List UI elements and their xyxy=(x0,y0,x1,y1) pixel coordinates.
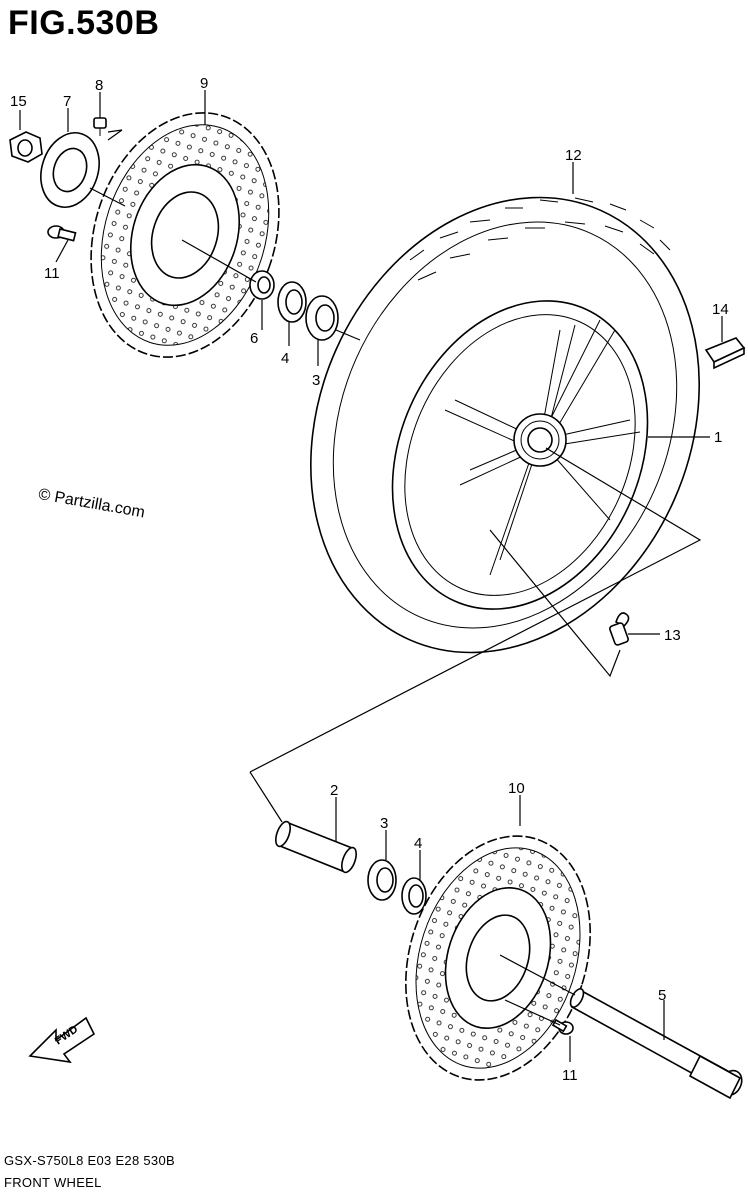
model-code: GSX-S750L8 E03 E28 530B xyxy=(4,1153,175,1168)
callout-11-upper: 11 xyxy=(44,265,60,282)
callout-1: 1 xyxy=(714,429,722,446)
spacer-part-2[interactable] xyxy=(273,820,359,875)
collar-part-6[interactable] xyxy=(249,270,275,300)
callout-13: 13 xyxy=(664,627,681,644)
brake-disc-left-part-9[interactable] xyxy=(61,88,309,381)
sensor-rotor-part-7[interactable] xyxy=(32,125,109,215)
callout-6: 6 xyxy=(250,330,258,347)
balancer-weight-part-14[interactable] xyxy=(704,337,746,370)
callout-11-lower: 11 xyxy=(562,1067,578,1084)
callout-3-lower: 3 xyxy=(380,815,388,832)
callout-5: 5 xyxy=(658,987,666,1004)
callout-4-lower: 4 xyxy=(414,835,422,852)
screw-part-8[interactable] xyxy=(93,117,107,136)
callout-9: 9 xyxy=(200,75,208,92)
brake-disc-right-part-10[interactable] xyxy=(376,812,621,1104)
leader-lines xyxy=(19,90,723,1062)
oil-seal-part-4-lower[interactable] xyxy=(401,877,427,915)
callout-8: 8 xyxy=(95,77,103,94)
callout-4-upper: 4 xyxy=(281,350,289,367)
figure-name: FRONT WHEEL xyxy=(4,1175,102,1190)
callout-labels: 15 7 8 9 11 6 4 3 12 14 1 13 2 3 4 10 5 … xyxy=(10,75,729,1084)
fwd-arrow-icon xyxy=(28,1016,96,1064)
callout-12: 12 xyxy=(565,147,582,164)
callout-15: 15 xyxy=(10,93,27,110)
disc-bolt-part-11-upper[interactable] xyxy=(47,225,77,242)
nut-part-15[interactable] xyxy=(9,131,43,163)
valve-part-13[interactable] xyxy=(609,612,630,646)
callout-7: 7 xyxy=(63,93,71,110)
oil-seal-part-4-upper[interactable] xyxy=(277,281,307,323)
assembly-guide-lines xyxy=(89,129,702,1026)
bearing-part-3-upper[interactable] xyxy=(305,295,339,341)
bearing-part-3-lower[interactable] xyxy=(367,859,397,901)
callout-2: 2 xyxy=(330,782,338,799)
axle-part-5[interactable] xyxy=(568,987,746,1100)
wheel-rim-part-1[interactable] xyxy=(345,260,694,650)
figure-title: FIG.530B xyxy=(8,4,160,42)
callout-10: 10 xyxy=(508,780,525,797)
callout-14: 14 xyxy=(712,301,729,318)
callout-3-upper: 3 xyxy=(312,372,320,389)
